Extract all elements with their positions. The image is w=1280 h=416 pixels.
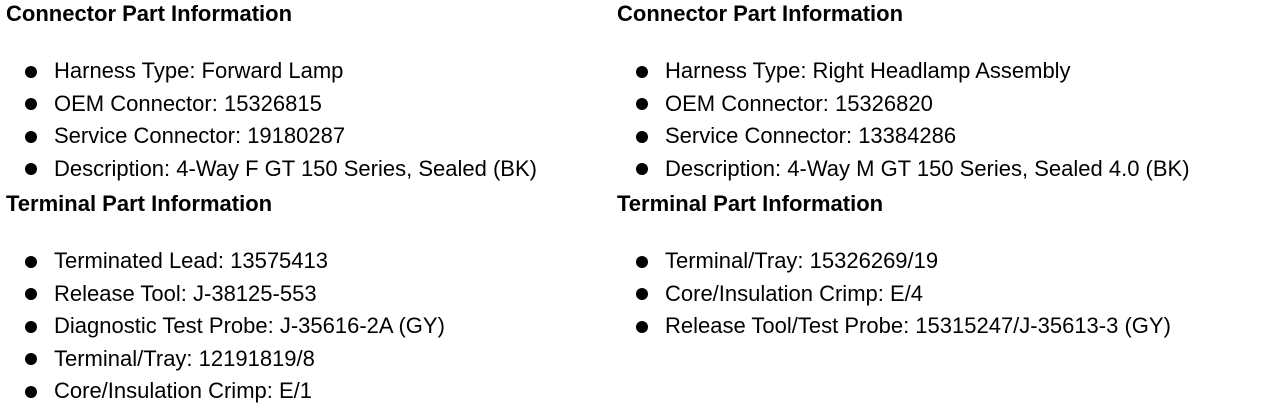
list-item: Description: 4-Way F GT 150 Series, Seal…: [6, 153, 606, 186]
list-item-text: Terminal/Tray: 12191819/8: [54, 345, 315, 371]
list-item: Diagnostic Test Probe: J-35616-2A (GY): [6, 310, 606, 343]
bullet-icon: [636, 288, 648, 300]
list-item: Release Tool/Test Probe: 15315247/J-3561…: [617, 310, 1277, 343]
bullet-icon: [25, 255, 37, 268]
terminal-part-list: Terminated Lead: 13575413 Release Tool: …: [6, 245, 606, 408]
connector-part-list: Harness Type: Right Headlamp Assembly OE…: [617, 55, 1277, 185]
right-column: Connector Part Information Harness Type:…: [617, 0, 1277, 343]
list-item: Release Tool: J-38125-553: [6, 278, 606, 311]
list-item-text: Harness Type: Right Headlamp Assembly: [665, 58, 1071, 83]
list-item: OEM Connector: 15326815: [6, 88, 606, 121]
bullet-icon: [25, 130, 37, 143]
left-column: Connector Part Information Harness Type:…: [6, 0, 606, 408]
list-item-text: Terminated Lead: 13575413: [54, 248, 328, 273]
list-item-text: Description: 4-Way M GT 150 Series, Seal…: [665, 155, 1190, 181]
bullet-icon: [25, 288, 37, 300]
bullet-icon: [25, 353, 37, 365]
terminal-part-list: Terminal/Tray: 15326269/19 Core/Insulati…: [617, 245, 1277, 343]
list-item-text: Diagnostic Test Probe: J-35616-2A (GY): [54, 313, 445, 338]
list-item-text: Release Tool/Test Probe: 15315247/J-3561…: [665, 313, 1171, 338]
bullet-icon: [636, 98, 648, 110]
bullet-icon: [25, 385, 37, 398]
bullet-icon: [636, 65, 648, 78]
list-item-text: OEM Connector: 15326820: [665, 90, 933, 116]
list-item: Description: 4-Way M GT 150 Series, Seal…: [617, 153, 1277, 186]
list-item-text: Core/Insulation Crimp: E/1: [54, 378, 312, 403]
list-item: Core/Insulation Crimp: E/4: [617, 278, 1277, 311]
list-item: Core/Insulation Crimp: E/1: [6, 375, 606, 408]
list-item: OEM Connector: 15326820: [617, 88, 1277, 121]
list-item-text: Service Connector: 19180287: [54, 123, 346, 148]
bullet-icon: [25, 320, 37, 333]
list-item: Service Connector: 19180287: [6, 120, 606, 153]
list-item: Harness Type: Forward Lamp: [6, 55, 606, 88]
list-item: Terminal/Tray: 15326269/19: [617, 245, 1277, 278]
bullet-icon: [636, 163, 648, 175]
list-item: Harness Type: Right Headlamp Assembly: [617, 55, 1277, 88]
connector-part-information-heading: Connector Part Information: [6, 1, 293, 26]
list-item: Terminated Lead: 13575413: [6, 245, 606, 278]
list-item: Terminal/Tray: 12191819/8: [6, 343, 606, 376]
list-item-text: Description: 4-Way F GT 150 Series, Seal…: [54, 155, 537, 181]
list-item-text: Harness Type: Forward Lamp: [54, 58, 344, 83]
list-item-text: Release Tool: J-38125-553: [54, 280, 317, 306]
bullet-icon: [636, 255, 648, 268]
bullet-icon: [25, 98, 37, 110]
connector-part-information-heading: Connector Part Information: [617, 1, 904, 26]
list-item-text: OEM Connector: 15326815: [54, 90, 322, 116]
list-item-text: Service Connector: 13384286: [665, 123, 957, 148]
terminal-part-information-heading: Terminal Part Information: [617, 191, 884, 216]
bullet-icon: [636, 130, 648, 143]
bullet-icon: [25, 65, 37, 78]
terminal-part-information-heading: Terminal Part Information: [6, 191, 273, 216]
list-item-text: Terminal/Tray: 15326269/19: [665, 248, 939, 273]
list-item: Service Connector: 13384286: [617, 120, 1277, 153]
bullet-icon: [636, 320, 648, 333]
bullet-icon: [25, 163, 37, 175]
connector-part-list: Harness Type: Forward Lamp OEM Connector…: [6, 55, 606, 185]
list-item-text: Core/Insulation Crimp: E/4: [665, 280, 923, 306]
